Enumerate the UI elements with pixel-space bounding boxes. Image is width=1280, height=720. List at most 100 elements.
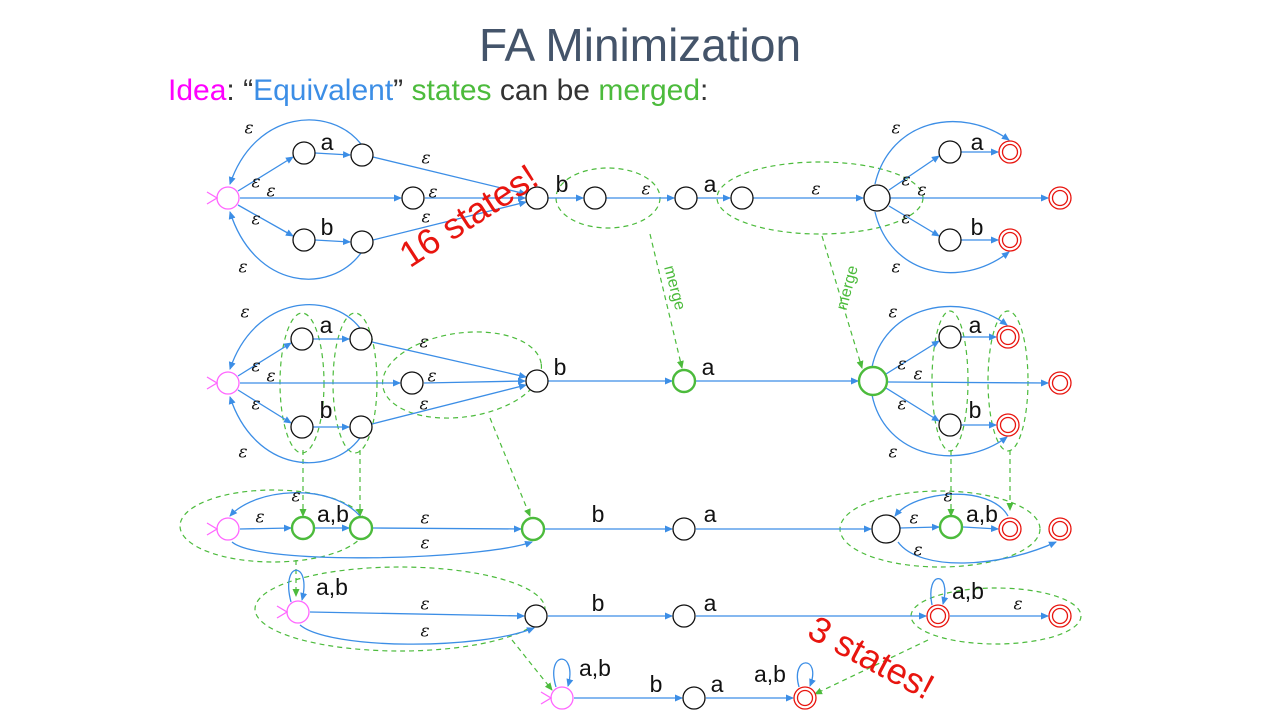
transition-curve — [894, 493, 1009, 517]
epsilon-label: ε — [897, 395, 906, 415]
transition-edge — [372, 156, 527, 196]
transition-curve — [897, 541, 1057, 564]
epsilon-label: ε — [427, 367, 436, 387]
epsilon-label: ε — [421, 208, 430, 228]
state — [350, 143, 374, 167]
epsilon-label: ε — [420, 534, 429, 554]
epsilon-label: ε — [901, 209, 910, 229]
subtitle: Idea: “Equivalent” states can be merged: — [168, 74, 708, 108]
transition-curve — [299, 624, 535, 645]
transition-curve — [871, 394, 1008, 457]
symbol-a-label: a — [969, 312, 982, 338]
state — [583, 186, 607, 210]
symbol-a-label: a — [704, 590, 717, 616]
accept-inner-ring — [1001, 143, 1019, 161]
symbol-ab-label: a,b — [579, 655, 611, 681]
transition-curve — [874, 120, 1010, 185]
merge-arrow — [649, 233, 684, 369]
merge-group-ellipse — [381, 331, 543, 419]
state — [938, 325, 962, 349]
transition-edge — [314, 151, 351, 159]
transition-curve — [288, 569, 308, 603]
transition-curve — [231, 540, 533, 559]
epsilon-label: ε — [641, 180, 650, 200]
epsilon-label: ε — [266, 182, 275, 202]
transition-edge — [423, 377, 526, 385]
epsilon-label: ε — [909, 509, 918, 529]
subtitle-colon: : — [226, 74, 244, 107]
symbol-b-label: b — [592, 590, 605, 616]
epsilon-label: ε — [420, 622, 429, 642]
symbol-b-label: b — [650, 671, 663, 697]
state — [349, 415, 373, 439]
state — [730, 186, 754, 210]
epsilon-label: ε — [238, 443, 247, 463]
transition-edge — [309, 611, 525, 620]
symbol-b-label: b — [556, 171, 569, 197]
transition-edge — [899, 523, 940, 531]
merge-group-ellipse — [987, 310, 1029, 452]
epsilon-label: ε — [251, 173, 260, 193]
epsilon-label: ε — [888, 303, 897, 323]
symbol-ab-label: a,b — [754, 661, 786, 687]
accept-inner-ring — [796, 689, 814, 707]
transition-edge — [885, 340, 940, 375]
transition-curve — [228, 304, 361, 370]
state — [525, 186, 549, 210]
merged-state — [671, 368, 697, 394]
accept-inner-ring — [1051, 607, 1069, 625]
symbol-a-label: a — [704, 501, 717, 527]
start-state — [550, 686, 574, 710]
page-title: FA Minimization — [478, 19, 802, 71]
subtitle-can-be: can be — [499, 74, 590, 107]
subtitle-end-colon: : — [700, 74, 709, 107]
merged-state — [348, 515, 374, 541]
state — [672, 517, 696, 541]
symbol-b-label: b — [592, 501, 605, 527]
start-state — [286, 600, 310, 624]
epsilon-label: ε — [913, 541, 922, 561]
transition-edge — [314, 238, 351, 246]
start-marker — [206, 522, 219, 536]
state — [290, 415, 314, 439]
epsilon-label: ε — [901, 171, 910, 191]
state — [863, 184, 891, 212]
epsilon-label: ε — [897, 355, 906, 375]
accept-inner-ring — [1051, 520, 1069, 538]
merge-group-ellipse — [931, 310, 969, 452]
epsilon-label: ε — [943, 487, 952, 507]
epsilon-label: ε — [266, 367, 275, 387]
transition-edge — [237, 156, 294, 192]
transition-edge — [962, 525, 999, 533]
state — [525, 369, 549, 393]
symbol-ab-label: a,b — [952, 578, 984, 604]
state — [400, 371, 424, 395]
epsilon-label: ε — [251, 357, 260, 377]
epsilon-label: ε — [291, 487, 300, 507]
accept-inner-ring — [1001, 520, 1019, 538]
start-marker — [206, 191, 219, 205]
epsilon-label: ε — [419, 395, 428, 415]
merge-arrow — [489, 417, 531, 517]
start-marker — [206, 376, 219, 390]
merge-arrow — [511, 639, 553, 691]
three-states-note: 3 states! — [802, 607, 941, 707]
state — [871, 514, 901, 544]
epsilon-label: ε — [238, 258, 247, 278]
symbol-ab-label: a,b — [966, 501, 998, 527]
symbol-a-label: a — [704, 171, 717, 197]
symbol-ab-label: a,b — [317, 501, 349, 527]
symbol-a-label: a — [971, 129, 984, 155]
accept-inner-ring — [1001, 231, 1019, 249]
merged-state — [938, 514, 964, 540]
transition-curve — [796, 662, 816, 688]
accept-inner-ring — [1051, 189, 1069, 207]
epsilon-label: ε — [244, 119, 253, 139]
start-marker — [540, 691, 553, 705]
state — [524, 604, 548, 628]
state — [292, 228, 316, 252]
merged-state — [857, 365, 889, 397]
